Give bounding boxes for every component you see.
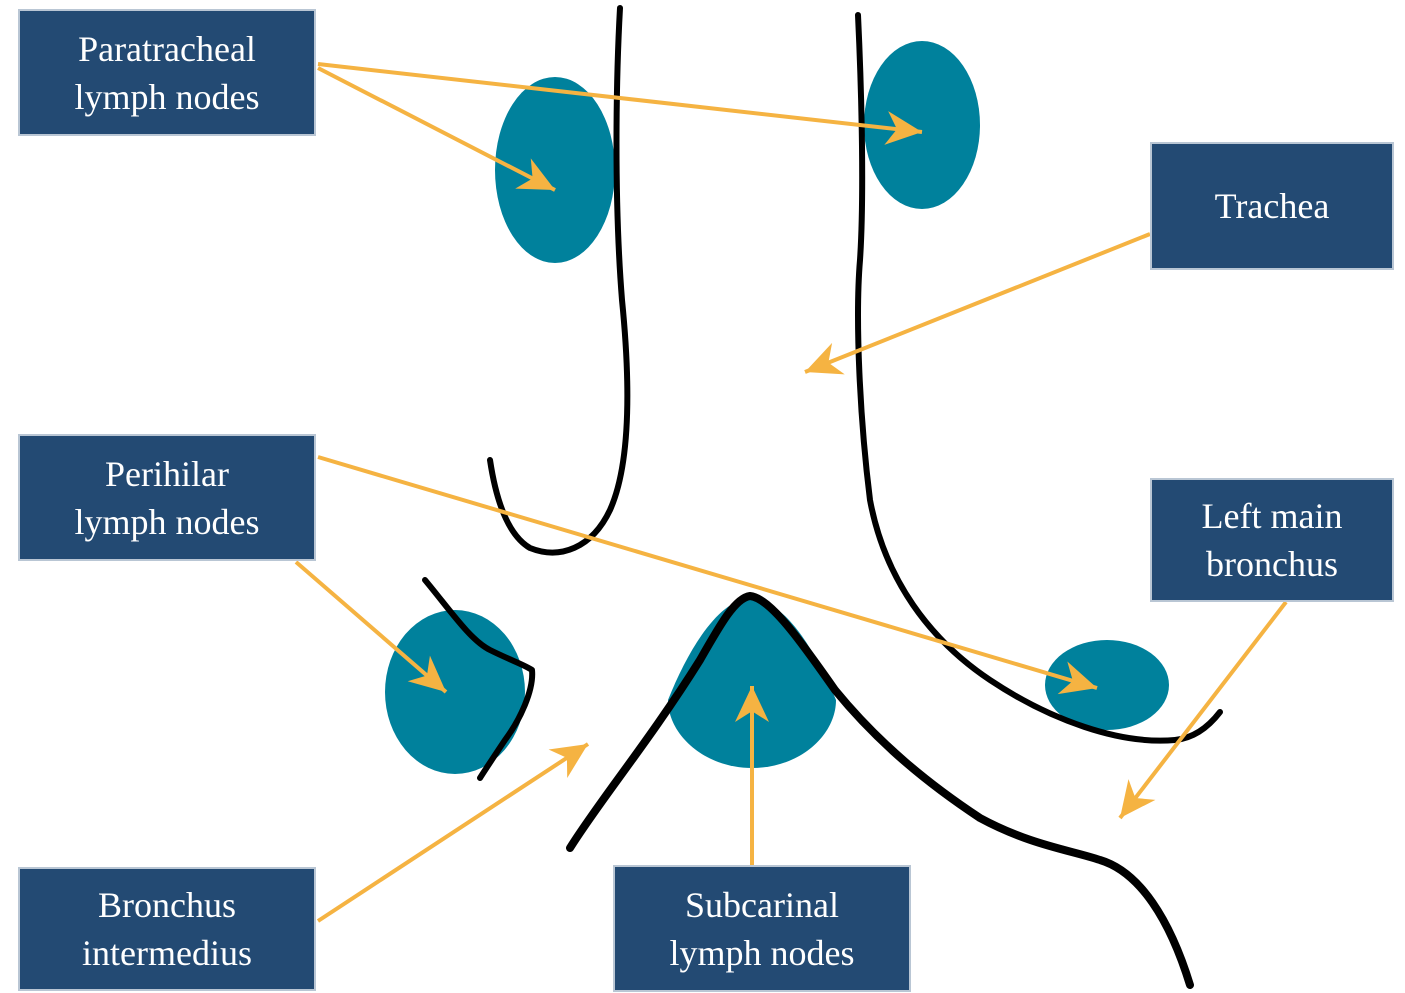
arrow-shaft bbox=[1118, 600, 1288, 820]
arrow-shaft bbox=[316, 742, 590, 923]
arrow-paratracheal-to-right-node bbox=[317, 66, 556, 192]
label-paratracheal-lymph-nodes: Paratracheal lymph nodes bbox=[18, 9, 316, 136]
label-line: lymph nodes bbox=[74, 501, 260, 542]
arrow-shaft bbox=[804, 232, 1151, 374]
label-line: lymph nodes bbox=[74, 76, 260, 117]
arrow-bronchus-intermedius bbox=[316, 742, 590, 923]
pointer-arrows bbox=[294, 62, 1288, 923]
arrow-shaft bbox=[317, 66, 556, 192]
label-trachea: Trachea bbox=[1150, 142, 1394, 270]
label-perihilar-lymph-nodes: Perihilar lymph nodes bbox=[18, 434, 316, 561]
right-perihilar-node bbox=[385, 610, 525, 774]
label-line: lymph nodes bbox=[669, 932, 855, 973]
arrow-trachea bbox=[804, 232, 1151, 375]
arrow-head bbox=[805, 342, 845, 375]
label-line: Perihilar bbox=[105, 453, 229, 494]
carina-ridge bbox=[566, 592, 1194, 989]
arrow-head bbox=[1057, 661, 1097, 695]
arrow-shaft bbox=[317, 62, 923, 134]
label-line: Trachea bbox=[1214, 186, 1330, 226]
arrow-head bbox=[548, 744, 588, 778]
label-line: Paratracheal bbox=[78, 28, 256, 69]
arrow-head bbox=[735, 686, 769, 722]
left-perihilar-node bbox=[1045, 640, 1169, 730]
arrow-perihilar-to-right-node bbox=[294, 560, 448, 694]
label-line: intermedius bbox=[82, 933, 252, 973]
arrow-shaft bbox=[294, 560, 448, 694]
label-line: Left main bbox=[1201, 496, 1343, 536]
right-bronchus-wall bbox=[422, 577, 536, 781]
arrow-head bbox=[884, 111, 922, 145]
arrow-paratracheal-to-left-node bbox=[317, 62, 923, 145]
arrow-subcarinal bbox=[735, 686, 769, 865]
arrow-head bbox=[407, 655, 446, 692]
left-paratracheal-node bbox=[864, 41, 980, 209]
trachea-left-wall bbox=[855, 12, 1223, 744]
label-left-main-bronchus: Left main bronchus bbox=[1150, 478, 1394, 602]
arrow-head bbox=[1120, 779, 1156, 818]
lymph-nodes bbox=[385, 41, 1169, 774]
label-line: Subcarinal bbox=[685, 884, 839, 925]
label-bronchus-intermedius: Bronchus intermedius bbox=[18, 867, 316, 991]
airway-outline bbox=[422, 5, 1223, 989]
trachea-right-wall bbox=[487, 5, 631, 556]
label-subcarinal-lymph-nodes: Subcarinal lymph nodes bbox=[613, 865, 911, 992]
right-paratracheal-node bbox=[495, 77, 615, 263]
label-line: Bronchus bbox=[98, 885, 236, 925]
arrow-perihilar-to-left-node bbox=[317, 455, 1098, 695]
label-line: bronchus bbox=[1206, 544, 1338, 584]
arrow-left-main-bronchus bbox=[1118, 600, 1288, 820]
arrow-head bbox=[515, 158, 555, 190]
arrow-shaft bbox=[317, 455, 1098, 690]
